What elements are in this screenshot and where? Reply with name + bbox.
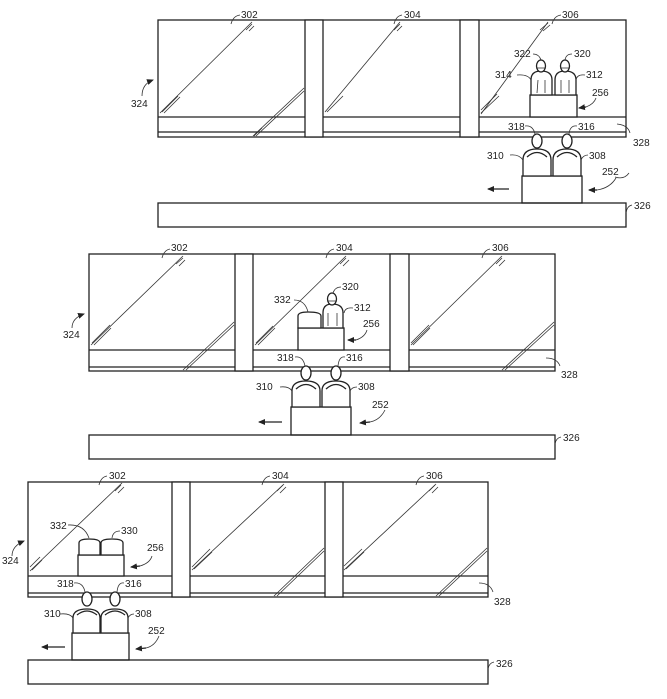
- label-256: 256: [592, 88, 609, 99]
- seat-left: [291, 380, 321, 408]
- rider-right-head: [561, 133, 573, 149]
- near-vehicle: [290, 365, 352, 436]
- far-rider-left-head: [535, 59, 547, 73]
- label-332: 332: [274, 295, 291, 306]
- label-318: 318: [277, 353, 294, 364]
- label-318: 318: [508, 122, 525, 133]
- seat-right: [552, 148, 582, 177]
- near-vehicle: [71, 591, 130, 661]
- mullion: [171, 481, 191, 598]
- rider-left-head: [531, 133, 543, 149]
- platform: [27, 659, 489, 685]
- far-vehicle: [529, 59, 578, 118]
- window-structure: [88, 253, 556, 372]
- seat-right: [321, 380, 351, 408]
- seat-right: [100, 608, 129, 634]
- label-328: 328: [494, 597, 511, 608]
- label-302: 302: [241, 10, 258, 21]
- label-328: 328: [633, 138, 650, 149]
- far-seat-left: [530, 70, 553, 96]
- rider-right-head: [109, 591, 121, 607]
- label-316: 316: [125, 579, 142, 590]
- label-302: 302: [171, 243, 188, 254]
- label-310: 310: [487, 151, 504, 162]
- far-seat-right: [554, 70, 577, 96]
- label-304: 304: [272, 471, 289, 482]
- label-306: 306: [426, 471, 443, 482]
- label-316: 316: [578, 122, 595, 133]
- panel-1: 302 304 306 324 328 326 252 256 310 308 …: [131, 10, 651, 228]
- panel-3: 302 304 306 324 328 326 252 256 310 308 …: [2, 471, 513, 685]
- seat-left: [72, 608, 101, 634]
- label-308: 308: [358, 382, 375, 393]
- rider-right-head: [330, 365, 342, 381]
- seat-left: [522, 148, 552, 177]
- label-324: 324: [131, 99, 148, 110]
- far-seat-left: [297, 311, 322, 329]
- label-306: 306: [492, 243, 509, 254]
- label-314: 314: [495, 70, 512, 81]
- mullion: [304, 19, 324, 138]
- mullion: [234, 253, 254, 372]
- label-304: 304: [404, 10, 421, 21]
- rider-left-head: [300, 365, 312, 381]
- label-310: 310: [44, 609, 61, 620]
- far-seat-right: [322, 303, 344, 329]
- label-320: 320: [342, 282, 359, 293]
- glass-reflection: [29, 482, 488, 597]
- platform: [88, 434, 556, 460]
- panel-2: 302 304 306 324 328 326 252 256 310 308 …: [63, 243, 580, 460]
- label-332: 332: [50, 521, 67, 532]
- label-320: 320: [574, 49, 591, 60]
- label-326: 326: [563, 433, 580, 444]
- mullion: [389, 253, 410, 372]
- label-326: 326: [634, 201, 651, 212]
- far-seat-left: [78, 538, 101, 556]
- label-302: 302: [109, 471, 126, 482]
- mullion: [459, 19, 480, 138]
- label-308: 308: [589, 151, 606, 162]
- near-vehicle: [521, 133, 583, 204]
- label-252: 252: [372, 400, 389, 411]
- label-256: 256: [147, 543, 164, 554]
- label-312: 312: [586, 70, 603, 81]
- label-324: 324: [2, 556, 19, 567]
- far-rider-right-head: [559, 59, 571, 73]
- label-316: 316: [346, 353, 363, 364]
- label-326: 326: [496, 659, 513, 670]
- far-seat-right: [100, 538, 124, 556]
- label-310: 310: [256, 382, 273, 393]
- mullion: [324, 481, 344, 598]
- glass-reflection: [159, 21, 551, 137]
- far-vehicle: [297, 292, 345, 351]
- label-330: 330: [121, 526, 138, 537]
- platform: [157, 202, 627, 228]
- far-vehicle: [77, 538, 125, 577]
- label-312: 312: [354, 303, 371, 314]
- label-256: 256: [363, 319, 380, 330]
- label-318: 318: [57, 579, 74, 590]
- label-328: 328: [561, 370, 578, 381]
- label-252: 252: [148, 626, 165, 637]
- far-rider-right-head: [326, 292, 338, 306]
- label-322: 322: [514, 49, 531, 60]
- label-306: 306: [562, 10, 579, 21]
- rider-left-head: [81, 591, 93, 607]
- label-252: 252: [602, 167, 619, 178]
- glass-reflection: [90, 255, 555, 371]
- label-304: 304: [336, 243, 353, 254]
- label-308: 308: [135, 609, 152, 620]
- label-324: 324: [63, 330, 80, 341]
